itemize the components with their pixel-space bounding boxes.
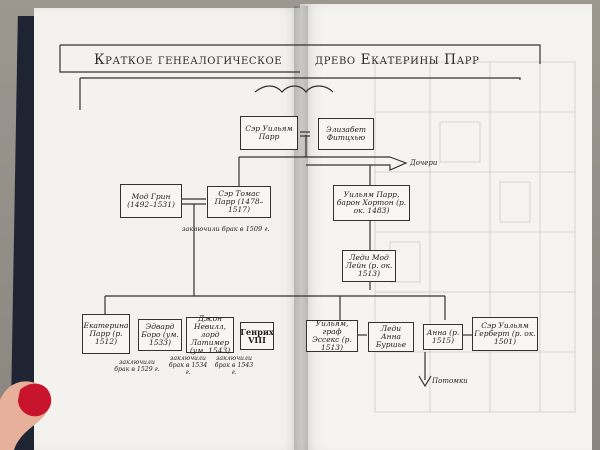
arrow-label-bottom: Потомки <box>432 377 468 385</box>
node-catherine-parr: Екатерина Парр (р. 1512) <box>82 314 130 354</box>
note-marriage-1529: заключили брак в 1529 г. <box>114 359 160 373</box>
left-page <box>34 8 302 450</box>
node-henry-viii: Генрих VIII <box>240 322 274 350</box>
node-william-parr-horton: Уильям Парр, барон Хортон (р. ок. 1483) <box>333 185 410 221</box>
node-thomas-parr: Сэр Томас Парр (1478–1517) <box>207 186 271 218</box>
node-william-essex: Уильям, граф Эссекс (р. 1513) <box>306 319 358 352</box>
note-marriage-1534: заключили брак в 1534 г. <box>168 355 208 376</box>
note-marriage-1509: заключили брак в 1509 г. <box>182 225 270 233</box>
node-maud-green: Мод Грин (1492–1531) <box>120 184 182 218</box>
node-john-neville: Джон Невилл, лорд Латимер (ум. 1543) <box>186 314 234 355</box>
title-right: древо Екатерины Парр <box>315 52 480 68</box>
node-anne: Анна (р. 1515) <box>423 324 463 350</box>
node-anne-bourchier: Леди Анна Буршье <box>368 322 414 352</box>
hand-finger <box>0 381 52 450</box>
node-william-parr: Сэр Уильям Парр <box>240 116 298 150</box>
title-left: Краткое генеалогическое <box>94 52 283 68</box>
node-edward-borough: Эдвард Боро (ум. 1533) <box>138 319 182 351</box>
node-maud-lane: Леди Мод Лейн (р. ок. 1513) <box>342 250 396 282</box>
node-william-herbert: Сэр Уильям Герберт (р. ок. 1501) <box>472 317 538 351</box>
node-elizabeth-fitzhugh: Элизабет Фитцхью <box>318 118 374 150</box>
note-marriage-1543: заключили брак в 1543 г. <box>214 355 254 376</box>
arrow-label-right: Дочери <box>410 159 438 167</box>
